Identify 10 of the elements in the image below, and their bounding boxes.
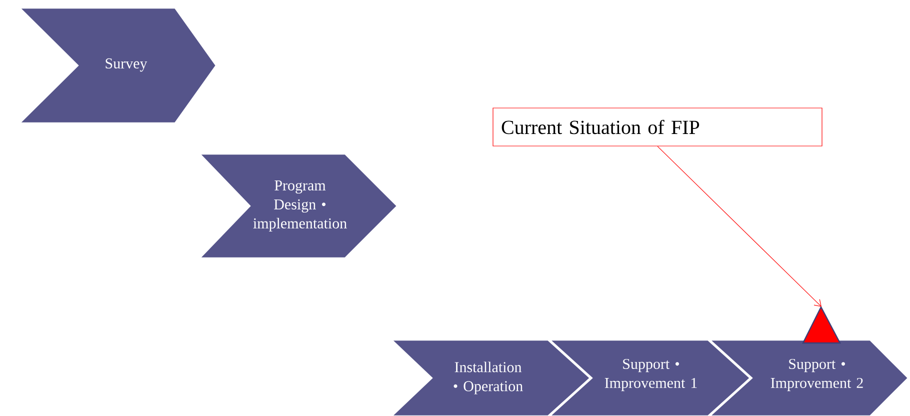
chevron-box: Installation • Operation [390, 339, 591, 416]
callout-box: Current Situation of FIP [492, 108, 822, 146]
node-label: Support • Improvement 1 [604, 358, 697, 392]
node-label: Support • Improvement 2 [770, 358, 863, 392]
chevron-box: Program Design • implementation [198, 153, 398, 259]
chevron-box: Support • Improvement 1 [548, 339, 751, 416]
chevron-box: Survey [18, 7, 217, 124]
node-label: Installation • Operation [454, 362, 523, 394]
arrow [657, 146, 822, 307]
chevron-box: Support • Improvement 2 [708, 339, 909, 416]
